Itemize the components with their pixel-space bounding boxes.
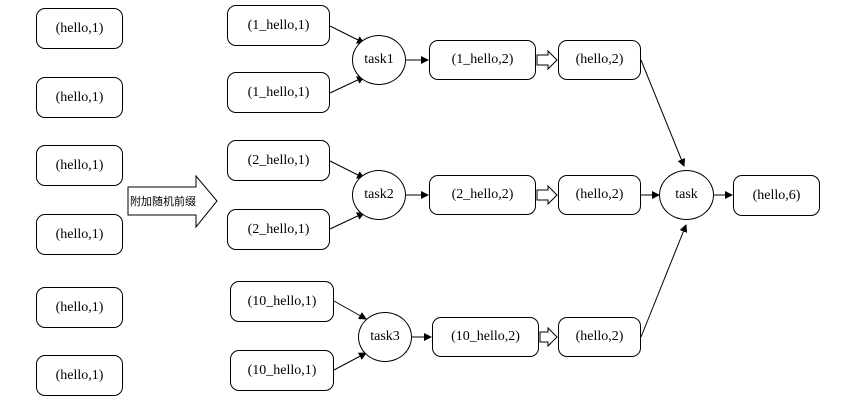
hollow-arrow xyxy=(539,326,558,348)
prefixed-record: (1_hello,1) xyxy=(227,5,330,46)
source-record: (hello,1) xyxy=(36,8,123,49)
stripped-result: (hello,2) xyxy=(558,40,641,80)
edge xyxy=(329,25,365,44)
task-node: task3 xyxy=(358,312,412,362)
final-task-node: task xyxy=(659,170,714,220)
prefixed-record: (10_hello,1) xyxy=(230,281,334,322)
partial-result: (2_hello,2) xyxy=(429,175,536,215)
stripped-result: (hello,2) xyxy=(558,317,641,357)
prefixed-record: (2_hello,1) xyxy=(227,140,330,181)
prefixed-record: (10_hello,1) xyxy=(230,350,334,391)
partial-result: (10_hello,2) xyxy=(432,317,539,357)
edge xyxy=(329,76,365,94)
edge xyxy=(640,59,686,167)
prefixed-record: (1_hello,1) xyxy=(227,72,330,113)
source-record: (hello,1) xyxy=(36,145,123,186)
edge xyxy=(329,212,365,230)
source-record: (hello,1) xyxy=(36,214,123,255)
add-prefix-label: 附加随机前缀 xyxy=(130,196,196,208)
edge xyxy=(333,300,367,320)
partial-result: (1_hello,2) xyxy=(429,40,536,80)
final-result: (hello,6) xyxy=(733,175,820,216)
source-record: (hello,1) xyxy=(36,355,123,396)
source-record: (hello,1) xyxy=(36,287,123,328)
add-prefix-arrow xyxy=(127,174,218,229)
edge xyxy=(640,224,688,338)
hollow-arrow xyxy=(536,184,558,206)
task-node: task1 xyxy=(352,35,406,85)
stripped-result: (hello,2) xyxy=(558,175,641,215)
source-record: (hello,1) xyxy=(36,77,123,118)
edge xyxy=(333,352,367,371)
edge xyxy=(329,160,365,179)
prefixed-record: (2_hello,1) xyxy=(227,209,330,250)
hollow-arrow xyxy=(536,49,558,71)
task-node: task2 xyxy=(352,170,406,220)
